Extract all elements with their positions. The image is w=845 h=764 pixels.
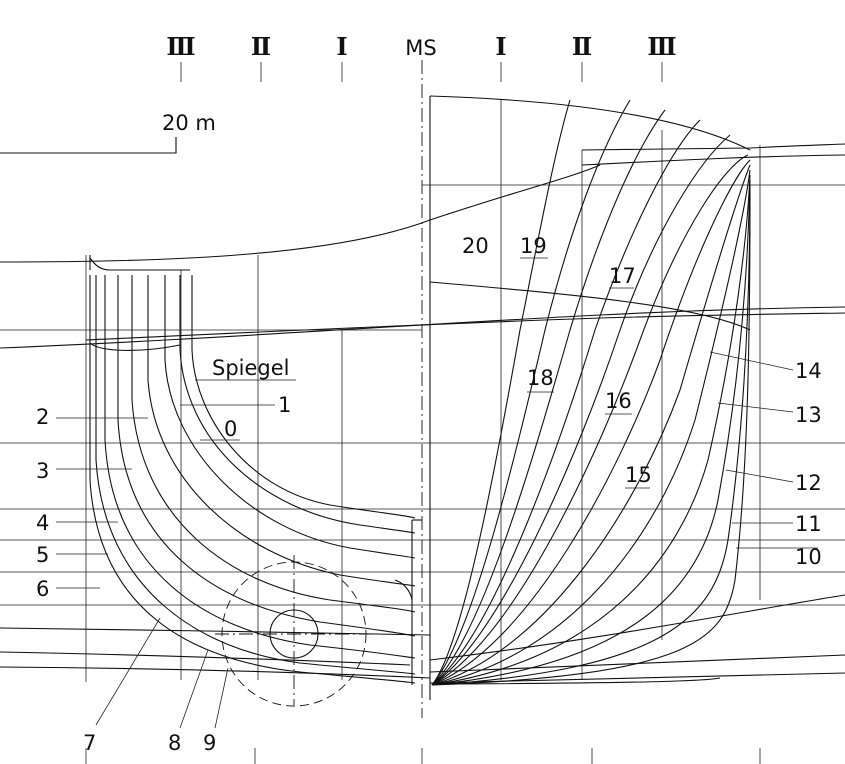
section-mark-fore-2: Ⅱ xyxy=(572,32,592,61)
transom-label: Spiegel xyxy=(212,356,290,380)
station-label-19: 19 xyxy=(520,234,547,258)
propeller xyxy=(215,555,372,707)
station-label-15: 15 xyxy=(625,463,652,487)
station-label-17: 17 xyxy=(609,264,636,288)
station-label-10: 10 xyxy=(795,545,822,569)
station-label-3: 3 xyxy=(36,459,49,483)
station-label-11: 11 xyxy=(795,512,822,536)
station-label-14: 14 xyxy=(795,359,822,383)
waterlines xyxy=(0,184,845,606)
station-label-5: 5 xyxy=(36,543,49,567)
station-label-20: 20 xyxy=(462,234,489,258)
section-mark-aft-3: Ⅲ xyxy=(166,32,195,61)
section-mark-fore-1: Ⅰ xyxy=(495,32,506,61)
section-mark-aft-1: Ⅰ xyxy=(336,32,347,61)
buttock-lines xyxy=(85,62,761,764)
station-label-7: 7 xyxy=(83,731,96,755)
scale-bar: 20 m xyxy=(0,111,216,154)
station-label-8: 8 xyxy=(168,731,181,755)
station-label-2: 2 xyxy=(36,405,49,429)
station-label-18: 18 xyxy=(527,366,554,390)
aft-stations xyxy=(89,255,422,685)
station-label-6: 6 xyxy=(36,577,49,601)
station-label-0: 0 xyxy=(224,417,237,441)
aft-station-labels: Spiegel 1 0 2 3 4 5 6 7 8 9 xyxy=(36,356,296,755)
station-label-1: 1 xyxy=(278,393,291,417)
station-label-12: 12 xyxy=(795,471,822,495)
sheer-lines xyxy=(0,95,845,684)
section-marks: Ⅲ Ⅱ Ⅰ Ⅰ Ⅱ Ⅲ MS xyxy=(166,32,676,61)
station-label-4: 4 xyxy=(36,511,49,535)
fore-stations xyxy=(431,99,751,686)
station-label-16: 16 xyxy=(605,389,632,413)
station-label-9: 9 xyxy=(203,731,216,755)
fore-station-labels: 20 19 17 18 16 15 14 13 12 11 10 xyxy=(462,234,822,569)
section-mark-aft-2: Ⅱ xyxy=(251,32,271,61)
centerline-label: MS xyxy=(405,36,436,60)
station-label-13: 13 xyxy=(795,403,822,427)
scale-label: 20 m xyxy=(162,111,216,135)
section-mark-fore-3: Ⅲ xyxy=(647,32,676,61)
